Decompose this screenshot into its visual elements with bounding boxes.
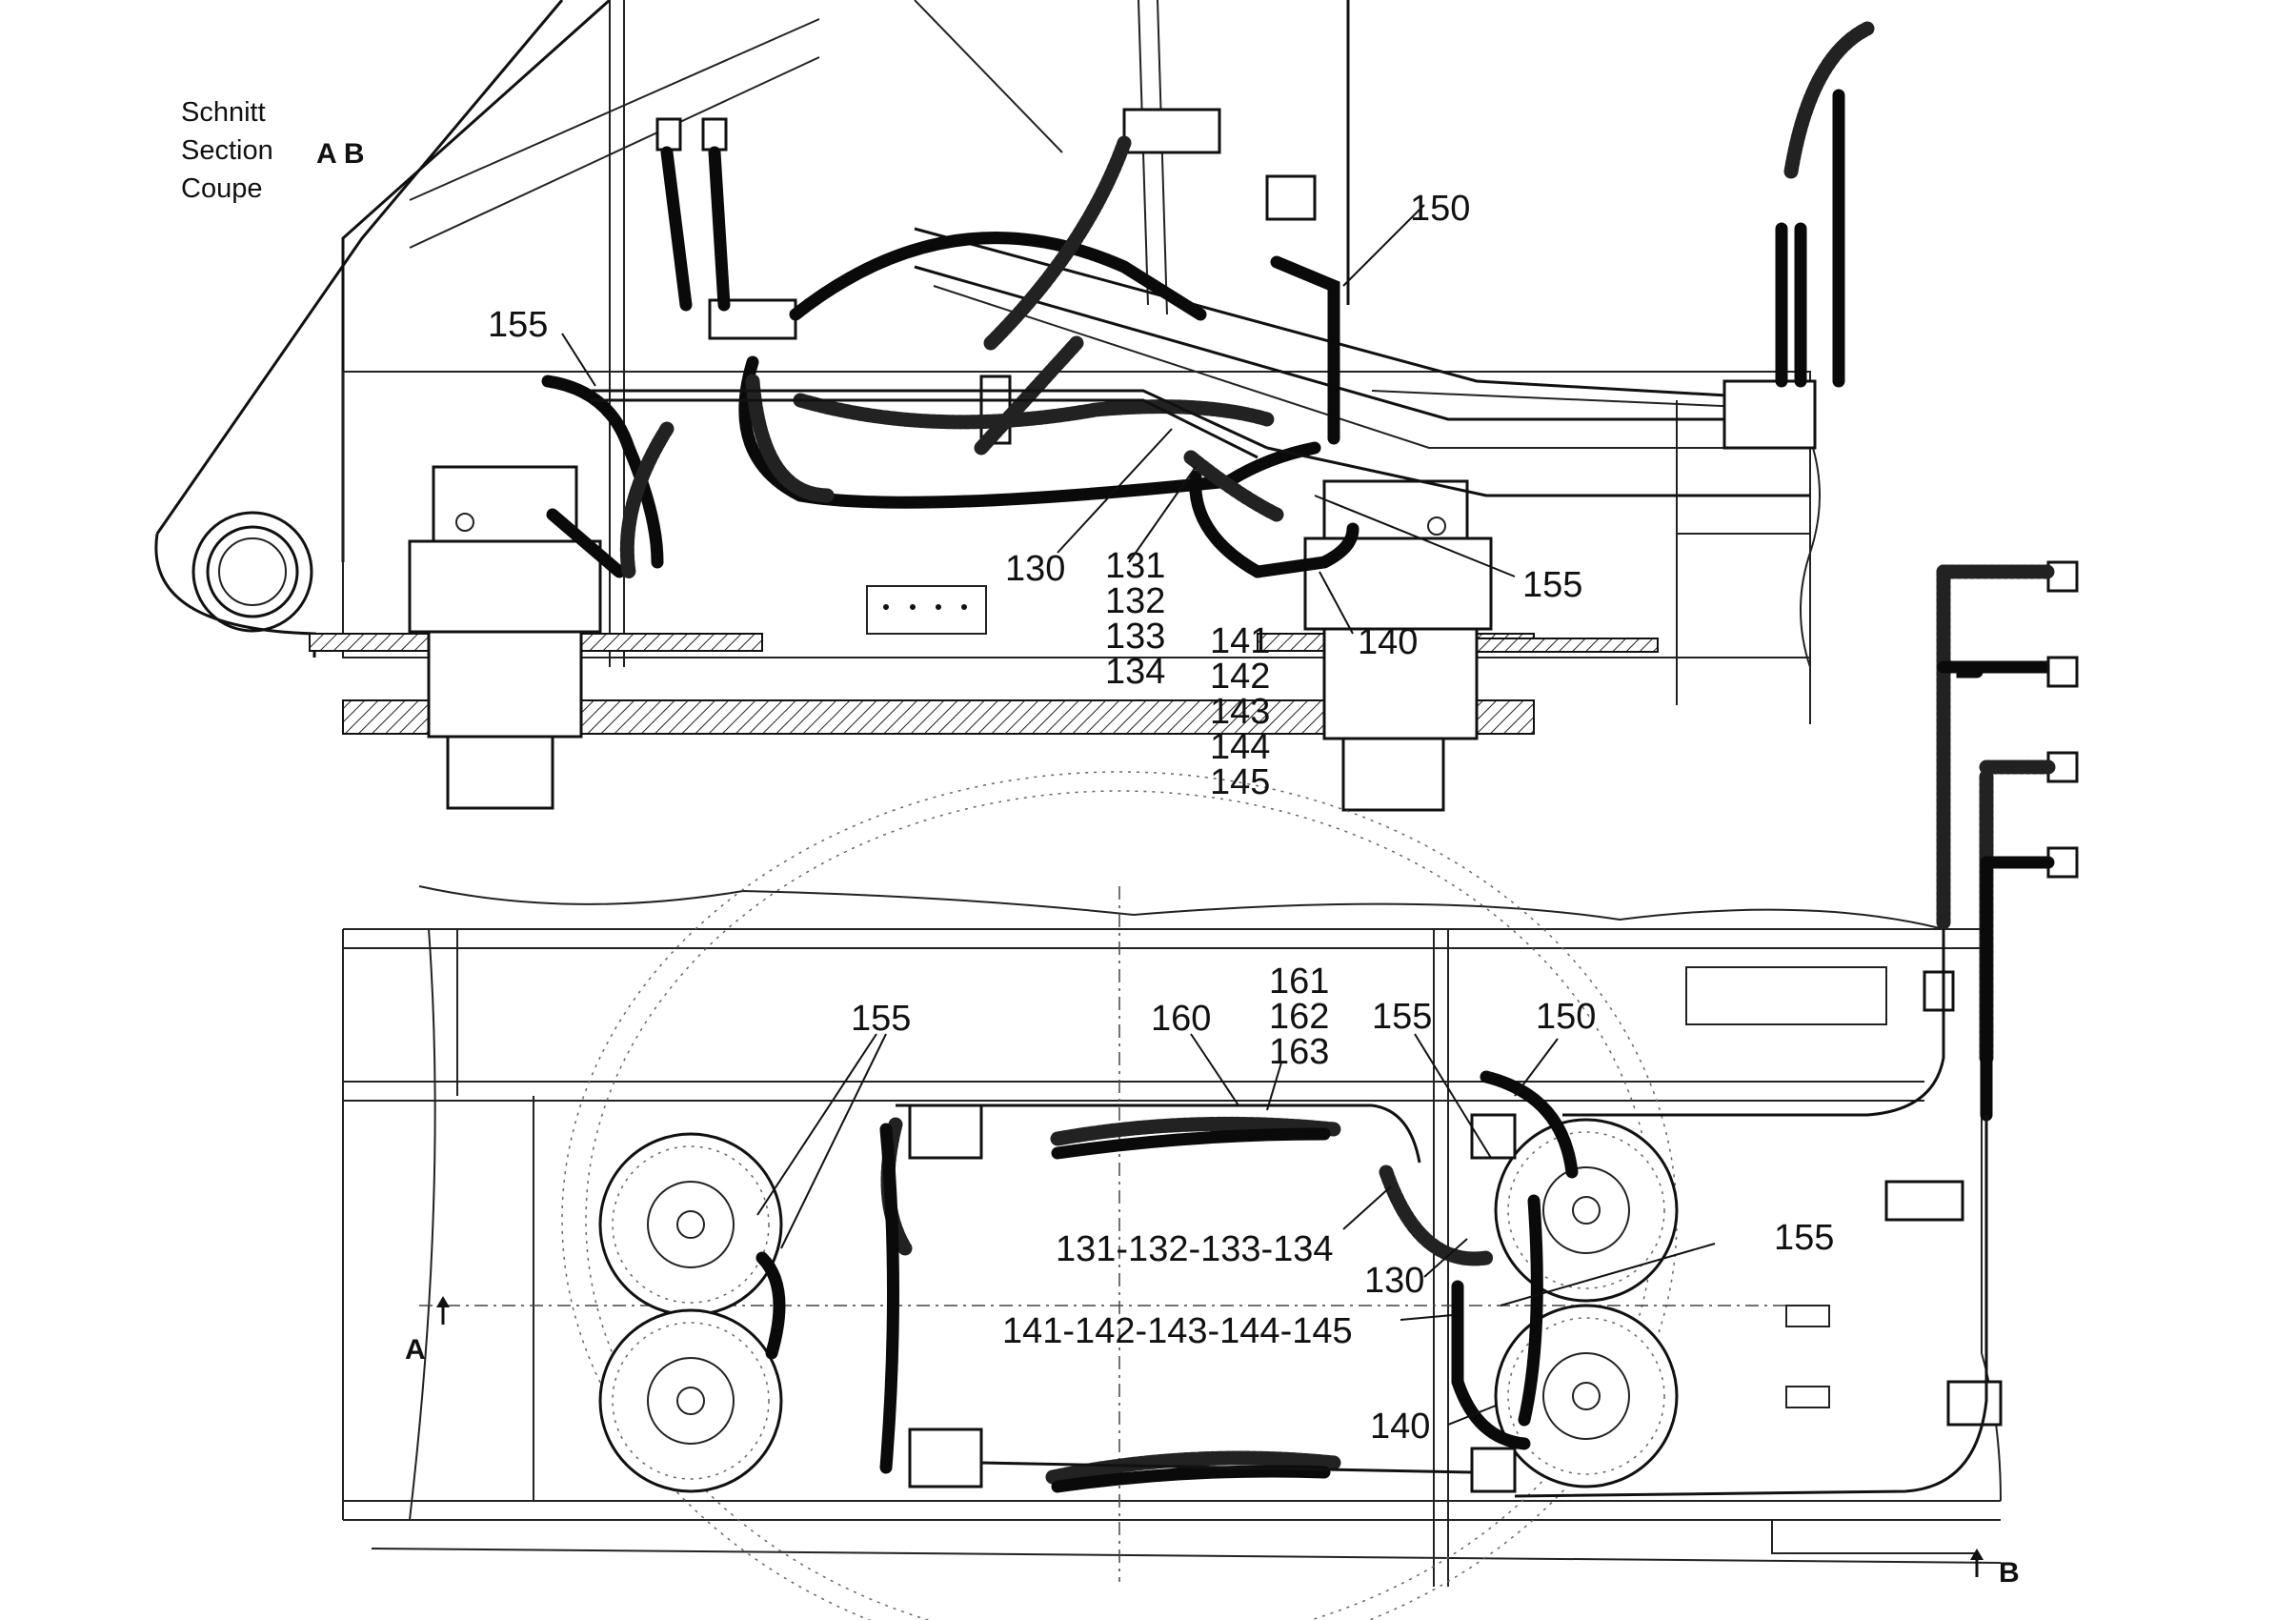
label-161: 161 [1269,962,1330,1002]
pivot-bearing [191,511,313,633]
section-arrow-b [1970,1549,1984,1577]
section-title: Schnitt Section Coupe [181,93,273,208]
section-title-en: Section [181,135,273,166]
section-marker-a: A [405,1334,426,1366]
label-stack-131-134: 131 132 133 134 [1105,546,1166,692]
label-155-top-right: 155 [1774,1218,1835,1258]
wheel-motor-bottom-left [598,1308,783,1493]
section-marker-b: B [1999,1557,2020,1589]
label-143: 143 [1210,692,1271,732]
label-155-top-left: 155 [851,999,912,1039]
label-141: 141 [1210,621,1271,661]
label-140-top: 140 [1370,1407,1431,1447]
label-155-top-mid: 155 [1372,997,1433,1037]
side-view-leaders [561,204,1516,635]
label-145: 145 [1210,762,1271,802]
label-155-side-left: 155 [488,305,549,345]
label-132: 132 [1105,581,1166,621]
top-view [342,560,2079,1620]
label-133: 133 [1105,617,1166,657]
label-142: 142 [1210,657,1271,697]
label-144: 144 [1210,727,1271,767]
label-140-side: 140 [1358,622,1419,662]
section-arrow-a [436,1296,450,1325]
plate-holes [883,604,967,610]
section-title-de: Schnitt [181,97,266,128]
side-view-section [154,0,1875,812]
label-160-top: 160 [1151,999,1212,1039]
label-134: 134 [1105,652,1166,692]
hose-end-fittings [2046,560,2079,879]
wheel-motor-top-left [598,1132,783,1317]
label-130-top: 130 [1364,1261,1425,1301]
label-141-145-top: 141-142-143-144-145 [1002,1311,1353,1351]
wheel-motor-bottom-right [1494,1304,1679,1488]
section-marker: A B [316,138,365,170]
label-stack-141-145: 141 142 143 144 145 [1210,621,1271,802]
label-163: 163 [1269,1032,1330,1072]
label-150-side: 150 [1410,189,1471,229]
label-stack-161-163: 161 162 163 [1269,962,1330,1072]
drive-motor-1 [408,465,602,810]
label-162: 162 [1269,997,1330,1037]
wheel-motor-top-right [1494,1118,1679,1303]
label-131-134-top: 131-132-133-134 [1056,1229,1334,1269]
label-130-side: 130 [1005,549,1066,589]
section-title-fr: Coupe [181,173,263,204]
label-150-top: 150 [1536,997,1597,1037]
top-view-leaders [756,1033,1716,1426]
label-131: 131 [1105,546,1166,586]
label-155-side-right: 155 [1522,565,1583,605]
